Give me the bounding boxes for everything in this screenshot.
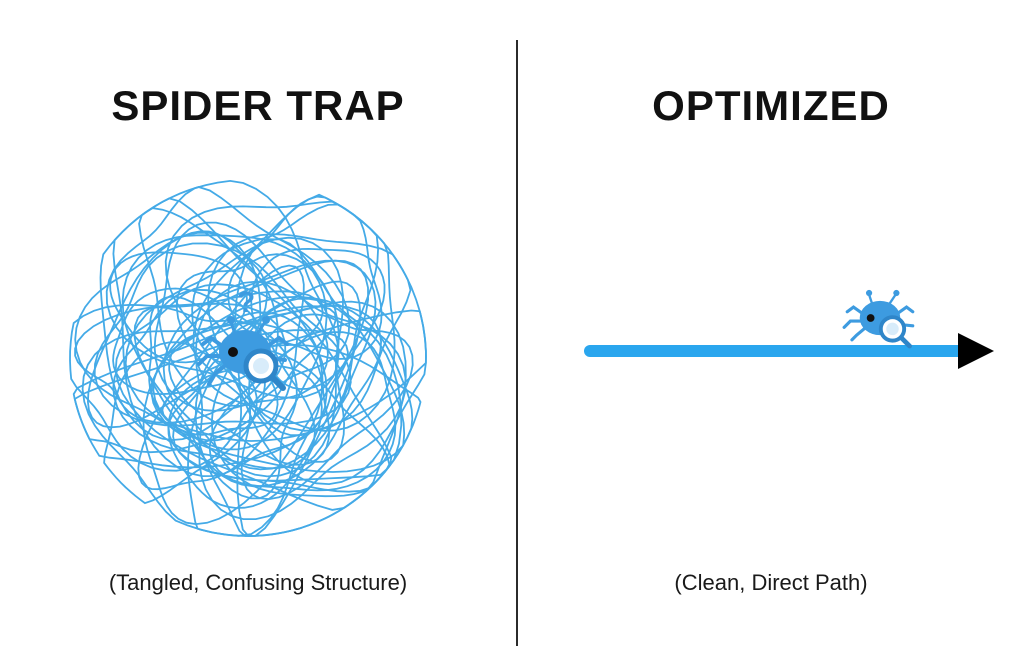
question-mark-icon: ? — [237, 286, 255, 319]
spider-bot-icon — [842, 289, 915, 349]
web-strand — [234, 238, 403, 537]
web-strand — [194, 280, 407, 520]
spider-bot-icon — [197, 316, 289, 391]
spider-trap-illustration: ? — [69, 179, 427, 537]
spider-trap-panel: SPIDER TRAP — [69, 82, 427, 595]
optimized-illustration — [584, 289, 994, 369]
optimized-caption: (Clean, Direct Path) — [674, 570, 868, 595]
web-strand — [207, 233, 427, 486]
optimized-panel: OPTIMIZED — [518, 0, 1024, 646]
spider-trap-caption: (Tangled, Confusing Structure) — [108, 570, 408, 595]
web-strand — [124, 236, 344, 478]
web-strand — [191, 203, 380, 437]
spider-trap-title: SPIDER TRAP — [111, 82, 405, 129]
web-strand — [240, 313, 414, 501]
web-strand — [167, 364, 323, 509]
tangled-web-icon — [69, 179, 427, 537]
web-strand — [162, 259, 377, 471]
web-strand — [112, 288, 316, 470]
magnifier-icon — [243, 348, 286, 391]
magnifier-icon — [878, 315, 912, 349]
web-strand — [227, 195, 383, 360]
panel-divider — [516, 40, 518, 646]
optimized-title: OPTIMIZED — [652, 82, 890, 129]
straight-path-arrow-icon — [584, 333, 994, 369]
web-strand — [73, 329, 349, 469]
web-strand — [152, 304, 383, 488]
